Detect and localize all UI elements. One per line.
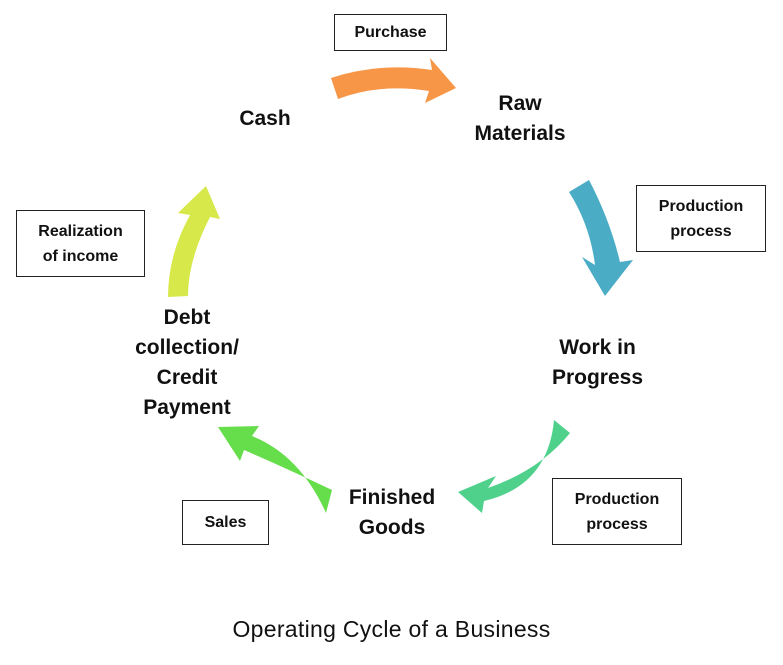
- label-sales: Sales: [182, 500, 269, 545]
- node-debt-collection-line-3: Credit: [156, 366, 218, 389]
- node-work-in-progress: Work in Progress: [530, 333, 665, 393]
- label-realization-of-income: Realization of income: [16, 210, 145, 277]
- node-cash-line-1: Cash: [239, 107, 291, 130]
- node-cash: Cash: [230, 104, 300, 134]
- node-debt-collection: Debt collection/ Credit Payment: [118, 303, 256, 423]
- label-production-process-1: Production process: [636, 185, 766, 252]
- node-debt-collection-line-1: Debt: [163, 306, 211, 329]
- arrow-realization: [168, 186, 220, 297]
- node-raw-materials-line-1: Raw: [498, 92, 542, 115]
- label-production-process-1-line-2: process: [670, 222, 732, 240]
- node-finished-goods: Finished Goods: [327, 483, 457, 543]
- label-production-process-2-line-1: Production: [574, 490, 660, 508]
- node-finished-goods-line-2: Goods: [358, 516, 426, 539]
- label-production-process-1-line-1: Production: [658, 197, 744, 215]
- label-realization-line-1: Realization: [38, 222, 123, 240]
- label-production-process-2: Production process: [552, 478, 682, 545]
- diagram-caption: Operating Cycle of a Business: [232, 616, 551, 642]
- label-purchase-line-1: Purchase: [354, 24, 427, 41]
- node-work-in-progress-line-1: Work in: [559, 336, 636, 359]
- node-debt-collection-line-2: collection/: [135, 336, 239, 359]
- node-debt-collection-line-4: Payment: [143, 396, 231, 419]
- node-work-in-progress-line-2: Progress: [551, 366, 644, 389]
- arrow-production-2: [458, 420, 570, 513]
- node-raw-materials: Raw Materials: [455, 89, 585, 149]
- label-realization-line-2: of income: [42, 247, 119, 265]
- node-raw-materials-line-2: Materials: [474, 122, 566, 145]
- label-production-process-2-line-2: process: [586, 515, 648, 533]
- label-sales-line-1: Sales: [204, 514, 247, 531]
- arrow-purchase: [331, 58, 456, 103]
- arrow-production-1: [569, 180, 633, 296]
- label-purchase: Purchase: [334, 14, 447, 51]
- node-finished-goods-line-1: Finished: [348, 486, 436, 509]
- arrow-sales: [218, 426, 332, 513]
